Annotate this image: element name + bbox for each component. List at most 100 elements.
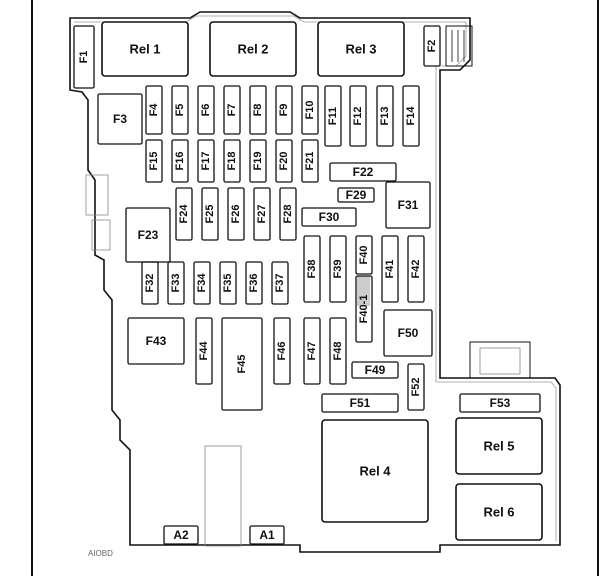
fuse-box [303, 235, 321, 303]
relay-label: Rel 2 [237, 42, 268, 57]
fuse-label: F14 [405, 106, 417, 126]
fuse-box [329, 317, 347, 385]
watermark-text: AIOBD [88, 549, 113, 558]
f40-1-shade [357, 276, 370, 306]
terminal-label: A2 [173, 528, 189, 542]
fuse-f3: F3 [97, 93, 143, 145]
fuse-box [279, 187, 297, 241]
fuse-box [223, 139, 241, 183]
fuse-box [355, 275, 373, 343]
fuse-f32: F32 [141, 261, 159, 305]
fuse-f27: F27 [253, 187, 271, 241]
fuse-f42: F42 [407, 235, 425, 303]
fuse-f4: F4 [145, 85, 163, 135]
fuse-box [223, 85, 241, 135]
housing-outline [69, 11, 561, 553]
fuse-label: F45 [236, 355, 248, 374]
relay-box [455, 483, 543, 541]
fuse-f46: F46 [273, 317, 291, 385]
fuse-f6: F6 [197, 85, 215, 135]
fuse-label: F20 [278, 152, 290, 171]
frame-right-line [597, 0, 599, 576]
fuse-label: F39 [332, 260, 344, 279]
fuse-f50: F50 [383, 309, 433, 357]
fuse-box [275, 85, 293, 135]
fuse-label: F52 [410, 378, 422, 397]
fuse-label: F35 [222, 274, 234, 293]
fuse-label: F48 [332, 342, 344, 361]
right-step-connector [469, 341, 531, 379]
fuse-box [329, 235, 347, 303]
fuse-label: F19 [252, 152, 264, 171]
fuse-f29: F29 [337, 187, 375, 203]
relay-rel-1: Rel 1 [101, 21, 189, 77]
relay-rel-2: Rel 2 [209, 21, 297, 77]
fuse-f7: F7 [223, 85, 241, 135]
fuse-f16: F16 [171, 139, 189, 183]
fuse-box [97, 93, 143, 145]
fuse-box [197, 85, 215, 135]
relay-box [101, 21, 189, 77]
relay-box [209, 21, 297, 77]
fuse-f41: F41 [381, 235, 399, 303]
fuse-label: F41 [384, 260, 396, 279]
fuse-f18: F18 [223, 139, 241, 183]
fuse-f35: F35 [219, 261, 237, 305]
fuse-label: F15 [148, 152, 160, 171]
fuse-f47: F47 [303, 317, 321, 385]
fuse-box [329, 162, 397, 182]
fuse-f9: F9 [275, 85, 293, 135]
fuse-label: F21 [304, 152, 316, 171]
fuse-label: F12 [352, 107, 364, 126]
fuse-label: F26 [230, 205, 242, 224]
fuse-label: F31 [398, 198, 419, 212]
fuse-f36: F36 [245, 261, 263, 305]
fuse-box [351, 361, 399, 379]
fuse-f51: F51 [321, 393, 399, 413]
terminal-a1: A1 [249, 525, 285, 545]
fuse-box [301, 139, 319, 183]
fuse-f45: F45 [221, 317, 263, 411]
fuse-label: F44 [198, 341, 210, 361]
fuse-box [275, 139, 293, 183]
fuse-f12: F12 [349, 85, 367, 147]
fuse-label: F42 [410, 260, 422, 279]
fuse-box [227, 187, 245, 241]
fuse-label: F32 [144, 274, 156, 293]
fuse-f11: F11 [324, 85, 342, 147]
fuse-label: F46 [276, 342, 288, 361]
fuse-f38: F38 [303, 235, 321, 303]
fuse-label: F28 [282, 205, 294, 224]
fuse-box [324, 85, 342, 147]
fuse-label: F5 [174, 104, 186, 117]
relay-box [317, 21, 405, 77]
terminal-box [163, 525, 199, 545]
fuse-f49: F49 [351, 361, 399, 379]
fuse-label: F11 [327, 107, 339, 125]
fuse-f52: F52 [407, 363, 425, 411]
fuse-f5: F5 [171, 85, 189, 135]
fuse-label: F2 [426, 40, 438, 53]
left-connector-upper [85, 174, 109, 216]
fuse-box [301, 207, 357, 227]
fuse-f8: F8 [249, 85, 267, 135]
fuse-box [171, 85, 189, 135]
fuse-f13: F13 [376, 85, 394, 147]
fuse-label: F18 [226, 152, 238, 171]
fuse-label: F47 [306, 342, 318, 361]
fuse-label: F7 [226, 104, 238, 117]
relay-rel-5: Rel 5 [455, 417, 543, 475]
fuse-label: F3 [113, 112, 127, 126]
fuse-label: F16 [174, 152, 186, 171]
fuse-f33: F33 [167, 261, 185, 305]
fuse-f23: F23 [125, 207, 171, 263]
fuse-box [197, 139, 215, 183]
fuse-label: F49 [365, 363, 386, 377]
fuse-box [423, 25, 441, 67]
fuse-box [141, 261, 159, 305]
fuse-box [73, 25, 95, 89]
fuse-f21: F21 [301, 139, 319, 183]
fuse-box [219, 261, 237, 305]
